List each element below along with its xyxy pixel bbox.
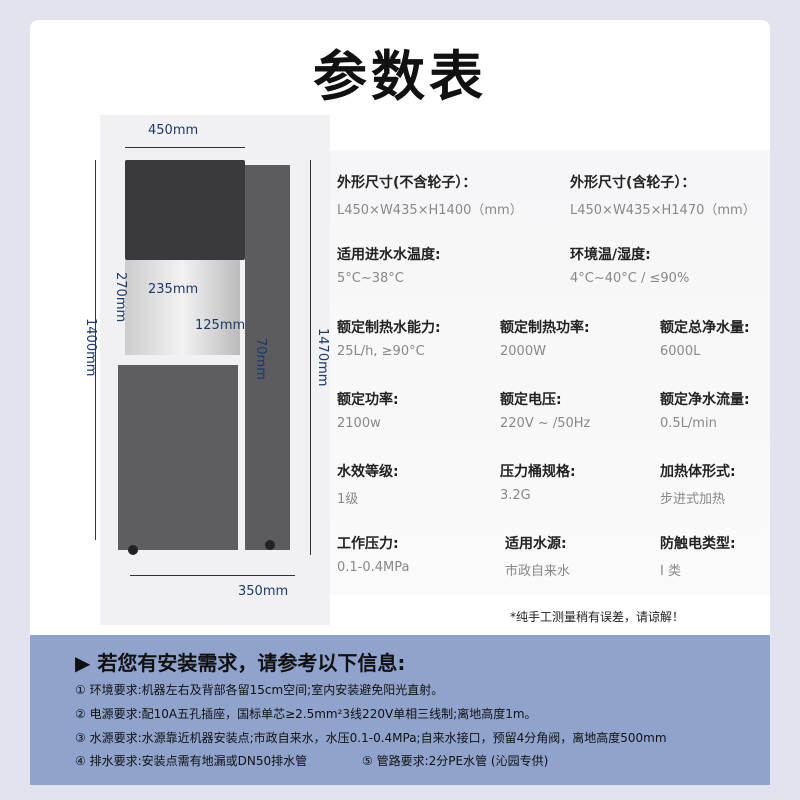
cabinet [118, 365, 238, 550]
product-image [95, 115, 330, 625]
dim-height-with-wheels: 1470mm [315, 328, 330, 387]
dim-outlet-width: 235mm [148, 282, 199, 297]
dim-width: 450mm [148, 123, 199, 138]
spec-value: 4°C~40°C / ≤90% [570, 271, 690, 286]
spec-value: L450×W435×H1470（mm） [570, 203, 756, 218]
spec-value: 2100w [337, 416, 381, 431]
spec-value: 5°C~38°C [337, 271, 404, 286]
outlet-area [125, 260, 240, 355]
spec-label: 额定功率: [337, 392, 399, 408]
dim-depth-outlet: 125mm [195, 318, 246, 333]
spec-label: 加热体形式: [660, 464, 736, 480]
spec-label: 工作压力: [337, 536, 399, 552]
spec-label: 额定总净水量: [660, 320, 750, 336]
spec-item: 额定功率: 2100w [337, 389, 399, 431]
install-item: ① 环境要求:机器左右及背部各留15cm空间;室内安装避免阳光直射。 [75, 683, 444, 697]
spec-item: 加热体形式: 步进式加热 [660, 461, 736, 507]
dimension-line [310, 160, 311, 555]
spec-label: 额定制热功率: [500, 320, 590, 336]
spec-item: 额定净水流量: 0.5L/min [660, 389, 750, 431]
spec-label: 额定电压: [500, 392, 562, 408]
dimension-line [125, 147, 245, 148]
install-info: ▶ 若您有安装需求，请参考以下信息: ① 环境要求:机器左右及背部各留15cm空… [30, 635, 770, 785]
spec-value: 220V ~ /50Hz [500, 416, 591, 431]
spec-item: 额定总净水量: 6000L [660, 317, 750, 359]
spec-value: 0.5L/min [660, 416, 717, 431]
spec-label: 额定制热水能力: [337, 320, 441, 336]
spec-label: 额定净水流量: [660, 392, 750, 408]
spec-value: 3.2G [500, 488, 531, 503]
spec-item: 适用水源: 市政自来水 [505, 533, 570, 579]
spec-value: 6000L [660, 344, 701, 359]
spec-label: 适用进水水温度: [337, 247, 441, 263]
dim-base-depth: 350mm [238, 584, 289, 599]
spec-item: 适用进水水温度: 5°C~38°C [337, 244, 441, 286]
spec-item: 额定制热功率: 2000W [500, 317, 590, 359]
spec-item: 压力桶规格: 3.2G [500, 461, 576, 503]
spec-item: 额定制热水能力: 25L/h, ≥90°C [337, 317, 441, 359]
install-item: ⑤ 管路要求:2分PE水管 (沁园专供) [362, 754, 549, 768]
dim-height-no-wheels: 1400mm [83, 318, 98, 377]
spec-label: 压力桶规格: [500, 464, 576, 480]
spec-value: 2000W [500, 344, 546, 359]
spec-item: 防触电类型: I 类 [660, 533, 736, 579]
spec-item: 环境温/湿度: 4°C~40°C / ≤90% [570, 244, 689, 286]
wheel [265, 540, 275, 550]
dim-drip: 70mm [253, 338, 268, 380]
spec-value: 市政自来水 [505, 564, 571, 579]
spec-value: 25L/h, ≥90°C [337, 344, 425, 359]
spec-item: 外形尺寸(含轮子）： L450×W435×H1470（mm） [570, 172, 756, 218]
dim-outlet-height: 270mm [113, 272, 128, 323]
spec-label: 防触电类型: [660, 536, 736, 552]
spec-value: L450×W435×H1400（mm） [337, 203, 523, 218]
spec-value: 1级 [337, 492, 359, 507]
spec-label: 适用水源: [505, 536, 567, 552]
spec-panel [330, 150, 770, 595]
spec-value: 步进式加热 [660, 492, 726, 507]
spec-item: 水效等级: 1级 [337, 461, 399, 507]
spec-item: 外形尺寸(不含轮子）： L450×W435×H1400（mm） [337, 172, 523, 218]
wheel [128, 545, 138, 555]
spec-label: 环境温/湿度: [570, 247, 651, 263]
dimension-line [130, 575, 295, 576]
dimension-line [95, 160, 96, 540]
install-heading: ▶ 若您有安装需求，请参考以下信息: [75, 651, 406, 675]
install-item: ③ 水源要求:水源靠近机器安装点;市政自来水，水压0.1-0.4MPa;自来水接… [75, 731, 667, 745]
measurement-note: *纯手工测量稍有误差，请谅解！ [510, 610, 685, 624]
spec-value: I 类 [660, 564, 681, 579]
page-title: 参数表 [313, 45, 487, 108]
install-item: ④ 排水要求:安装点需有地漏或DN50排水管 [75, 754, 308, 768]
spec-item: 工作压力: 0.1-0.4MPa [337, 533, 409, 575]
control-panel [125, 160, 245, 260]
spec-item: 额定电压: 220V ~ /50Hz [500, 389, 590, 431]
spec-label: 水效等级: [337, 464, 399, 480]
side-panel [245, 165, 290, 550]
spec-value: 0.1-0.4MPa [337, 560, 410, 575]
install-item: ② 电源要求:配10A五孔插座，国标单芯≥2.5mm²3线220V单相三线制;离… [75, 707, 537, 721]
spec-label: 外形尺寸(不含轮子）： [337, 175, 477, 191]
spec-label: 外形尺寸(含轮子）： [570, 175, 696, 191]
